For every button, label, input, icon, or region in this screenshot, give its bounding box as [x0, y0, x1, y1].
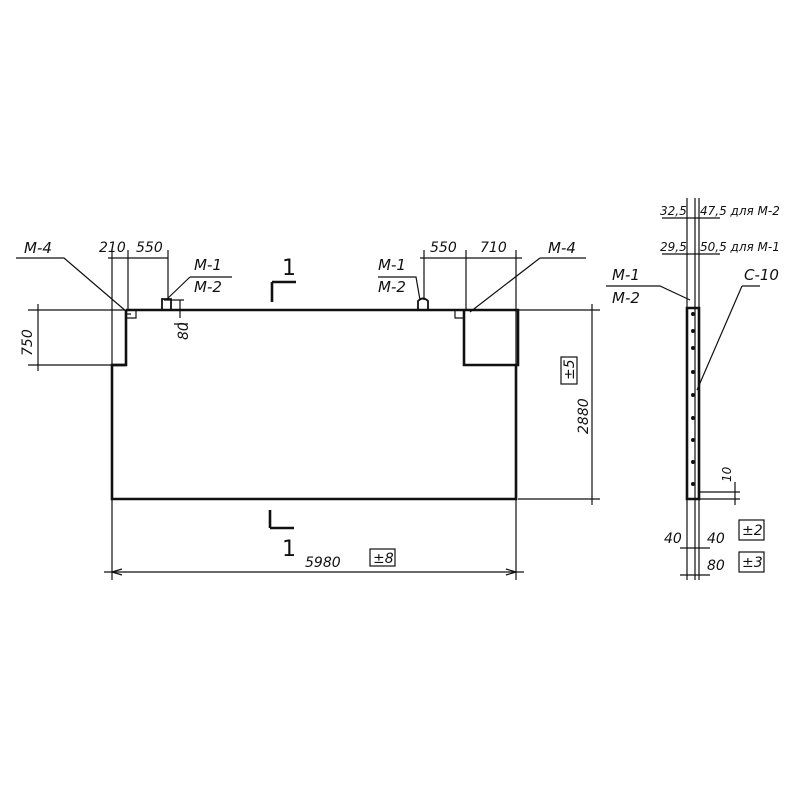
section-mark-top: [270, 280, 296, 302]
mark-m1-right: М-1: [378, 256, 406, 274]
front-view: 1 1 М-4 М-1 М-2 М-1 М-2 М-4 210 550 80 7: [16, 239, 600, 580]
side-dim-10-label: 10: [720, 466, 734, 482]
panel-outline: [110, 308, 520, 501]
section-mark-bottom: [268, 510, 294, 530]
tolerance-length: ±8: [373, 551, 394, 567]
mark-m1-left: М-1: [194, 256, 222, 274]
tolerance-height: ±5: [562, 359, 578, 380]
dim-5980: 5980: [305, 555, 341, 571]
mark-m4-right: М-4: [548, 239, 576, 257]
leader-m4-left: [16, 257, 128, 313]
lifting-loop-left: [161, 298, 172, 310]
leader-side-m1m2: [606, 285, 691, 301]
dim-750: 750: [20, 329, 36, 356]
mark-m4-left: М-4: [24, 239, 52, 257]
side-tolerance-box-3: [738, 551, 765, 573]
dim-arrows-5980: [111, 568, 517, 576]
side-mark-m2: М-2: [612, 289, 640, 307]
section-label-top: 1: [282, 256, 296, 281]
dim-550-right: 550: [430, 240, 457, 256]
side-tolerance-box-2: [738, 519, 765, 541]
dim-80: 80: [176, 322, 192, 340]
mark-m2-left: М-2: [194, 278, 222, 296]
mark-m2-right: М-2: [378, 278, 406, 296]
dim-line-5980: [104, 499, 524, 580]
dim-210: 210: [99, 240, 126, 256]
side-mark-m1: М-1: [612, 266, 640, 284]
dim-lines-top-right: [420, 250, 522, 365]
leader-m4-right: [469, 257, 586, 313]
side-section-body: [685, 306, 701, 501]
side-dim-50-5: 50,5 для М-1: [700, 240, 780, 254]
dim-550-left: 550: [136, 240, 163, 256]
leader-m1m2-right: [378, 276, 421, 301]
side-tolerance-3: ±3: [742, 555, 763, 571]
side-dim-47-5: 47,5 для М-2: [700, 204, 780, 218]
tolerance-box-height: [560, 356, 578, 385]
section-label-bottom: 1: [282, 537, 296, 562]
lifting-loop-right: [417, 297, 429, 310]
side-dim-10: [699, 482, 740, 505]
insert-m4-right: [454, 310, 465, 319]
dim-lines-top-left: [108, 250, 188, 365]
side-mark-c10: С-10: [744, 266, 779, 284]
rebar-dots: [691, 312, 695, 486]
side-dim-40-right: 40: [707, 531, 725, 547]
side-dim-32-5: 32,5: [660, 204, 687, 218]
side-tolerance-2: ±2: [742, 523, 763, 539]
side-dim-80: 80: [707, 558, 725, 574]
tolerance-box-length: [369, 548, 396, 567]
side-view: 32,5 47,5 для М-2 29,5 50,5 для М-1 М-1 …: [606, 198, 780, 580]
dim-line-750: [28, 304, 126, 371]
insert-m4-left: [125, 310, 137, 319]
side-dim-bottom: [680, 547, 710, 576]
side-dim-top: [662, 217, 720, 255]
dim-2880: 2880: [576, 398, 592, 434]
dim-710: 710: [480, 240, 507, 256]
leader-c10: [696, 285, 760, 391]
side-dim-40-left: 40: [664, 531, 682, 547]
leader-m1m2-left: [165, 276, 232, 301]
side-dim-29-5: 29,5: [660, 240, 687, 254]
dim-line-2880: [466, 304, 600, 505]
